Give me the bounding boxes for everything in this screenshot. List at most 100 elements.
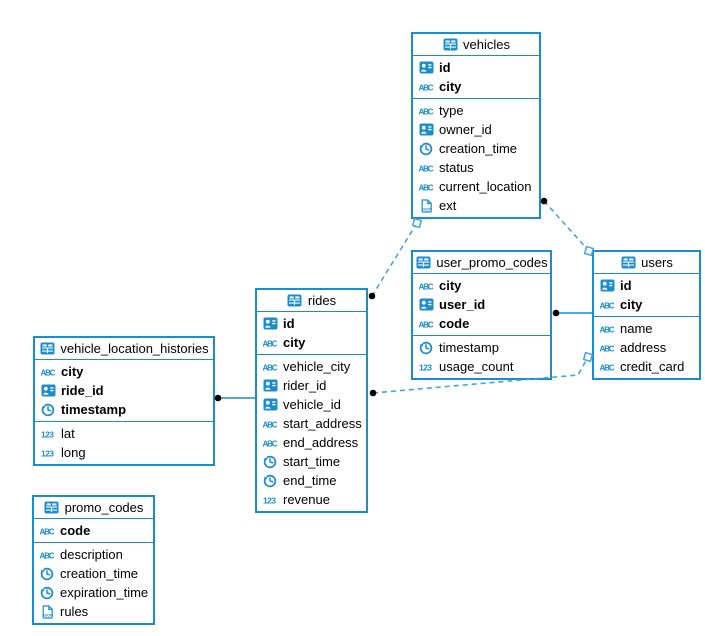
primary-key-section: ABC city user_id ABC code	[413, 274, 550, 336]
abc-text-icon: ABC	[39, 525, 55, 537]
abc-text-icon: ABC	[418, 162, 434, 174]
column-name: status	[439, 160, 474, 175]
clock-icon	[39, 566, 55, 581]
123-number-icon: 123	[262, 494, 278, 506]
column-row-description: ABC description	[34, 545, 153, 564]
column-name: revenue	[283, 492, 330, 507]
123-number-icon: 123	[40, 447, 56, 459]
svg-text:ABC: ABC	[40, 551, 55, 560]
relation-endpoint-dot	[369, 389, 377, 397]
primary-key-section: id ABC city	[594, 274, 699, 317]
table-header-rides[interactable]: rides	[257, 290, 366, 312]
svg-text:123: 123	[41, 448, 54, 458]
svg-text:ABC: ABC	[41, 368, 56, 377]
column-name: end_time	[283, 473, 337, 488]
table-rides[interactable]: rides id ABC city ABC vehicle_city rider…	[255, 288, 368, 513]
column-row-rules: JSON rules	[34, 602, 153, 621]
abc-text-icon: ABC	[599, 342, 615, 354]
svg-text:ABC: ABC	[40, 527, 55, 536]
column-name: id	[283, 316, 295, 331]
svg-text:ABC: ABC	[263, 420, 278, 429]
primary-key-section: id ABC city	[413, 56, 539, 99]
table-grid-icon	[39, 342, 55, 355]
svg-text:ABC: ABC	[419, 183, 434, 192]
column-name: timestamp	[61, 402, 127, 417]
table-grid-icon	[442, 38, 458, 51]
relation-endpoint-dot	[368, 292, 376, 300]
table-header-user_promo_codes[interactable]: user_promo_codes	[413, 252, 550, 274]
column-name: start_address	[283, 416, 362, 431]
column-row-city: ABC city	[594, 295, 699, 314]
svg-text:ABC: ABC	[419, 320, 434, 329]
column-name: long	[61, 445, 86, 460]
column-name: rider_id	[283, 378, 327, 393]
id-card-icon	[262, 317, 278, 330]
table-vehicle_location_histories[interactable]: vehicle_location_histories ABC city ride…	[33, 336, 215, 466]
columns-section: timestamp 123 usage_count	[413, 336, 550, 378]
svg-text:ABC: ABC	[600, 363, 615, 372]
abc-text-icon: ABC	[40, 366, 56, 378]
123-number-icon: 123	[40, 428, 56, 440]
svg-text:JSON: JSON	[42, 612, 53, 617]
column-name: vehicle_id	[283, 397, 341, 412]
column-name: credit_card	[620, 359, 685, 374]
table-vehicles[interactable]: vehicles id ABC city ABC type owner_id	[411, 32, 541, 219]
column-name: ride_id	[61, 383, 104, 398]
svg-text:123: 123	[419, 362, 432, 372]
table-title: vehicles	[463, 37, 510, 52]
columns-section: 123 lat 123 long	[35, 422, 213, 464]
column-row-id: id	[257, 314, 366, 333]
table-user_promo_codes[interactable]: user_promo_codes ABC city user_id ABC co…	[411, 250, 552, 380]
abc-text-icon: ABC	[599, 361, 615, 373]
abc-text-icon: ABC	[599, 299, 615, 311]
column-row-vehicle_city: ABC vehicle_city	[257, 357, 366, 376]
column-row-ride_id: ride_id	[35, 381, 213, 400]
column-name: code	[60, 523, 91, 538]
column-name: city	[620, 297, 643, 312]
table-header-users[interactable]: users	[594, 252, 699, 274]
column-name: city	[283, 335, 306, 350]
column-name: ext	[439, 198, 457, 213]
column-row-rider_id: rider_id	[257, 376, 366, 395]
column-name: creation_time	[439, 141, 518, 156]
columns-section: ABC vehicle_city rider_id vehicle_id ABC…	[257, 355, 366, 511]
column-row-start_time: start_time	[257, 452, 366, 471]
table-title: promo_codes	[64, 500, 144, 515]
column-row-city: ABC city	[413, 77, 539, 96]
table-title: vehicle_location_histories	[60, 341, 209, 356]
column-row-id: id	[594, 276, 699, 295]
svg-text:ABC: ABC	[419, 83, 434, 92]
column-name: end_address	[283, 435, 359, 450]
columns-section: ABC type owner_id creation_time ABC stat…	[413, 99, 539, 217]
abc-text-icon: ABC	[262, 418, 278, 430]
table-header-vehicle_location_histories[interactable]: vehicle_location_histories	[35, 338, 213, 360]
relation-endpoint-square	[582, 351, 594, 363]
clock-icon	[39, 585, 55, 600]
column-name: description	[60, 547, 123, 562]
table-grid-icon	[287, 294, 303, 307]
column-row-vehicle_id: vehicle_id	[257, 395, 366, 414]
column-name: start_time	[283, 454, 341, 469]
column-row-expiration_time: expiration_time	[34, 583, 153, 602]
column-row-creation_time: creation_time	[34, 564, 153, 583]
column-name: address	[620, 340, 667, 355]
column-row-long: 123 long	[35, 443, 213, 462]
clock-icon	[418, 340, 434, 355]
column-row-end_address: ABC end_address	[257, 433, 366, 452]
table-users[interactable]: users id ABC city ABC name ABC address A…	[592, 250, 701, 380]
column-name: timestamp	[439, 340, 499, 355]
column-row-usage_count: 123 usage_count	[413, 357, 550, 376]
column-name: id	[620, 278, 632, 293]
column-name: usage_count	[439, 359, 514, 374]
json-document-icon: JSON	[418, 198, 434, 213]
svg-text:ABC: ABC	[263, 439, 278, 448]
svg-text:ABC: ABC	[263, 363, 278, 372]
table-header-vehicles[interactable]: vehicles	[413, 34, 539, 56]
column-row-user_id: user_id	[413, 295, 550, 314]
table-promo_codes[interactable]: promo_codes ABC code ABC description cre…	[32, 495, 155, 625]
clock-icon	[262, 454, 278, 469]
table-header-promo_codes[interactable]: promo_codes	[34, 497, 153, 519]
table-title: rides	[307, 293, 337, 308]
columns-section: ABC description creation_time expiration…	[34, 543, 153, 623]
